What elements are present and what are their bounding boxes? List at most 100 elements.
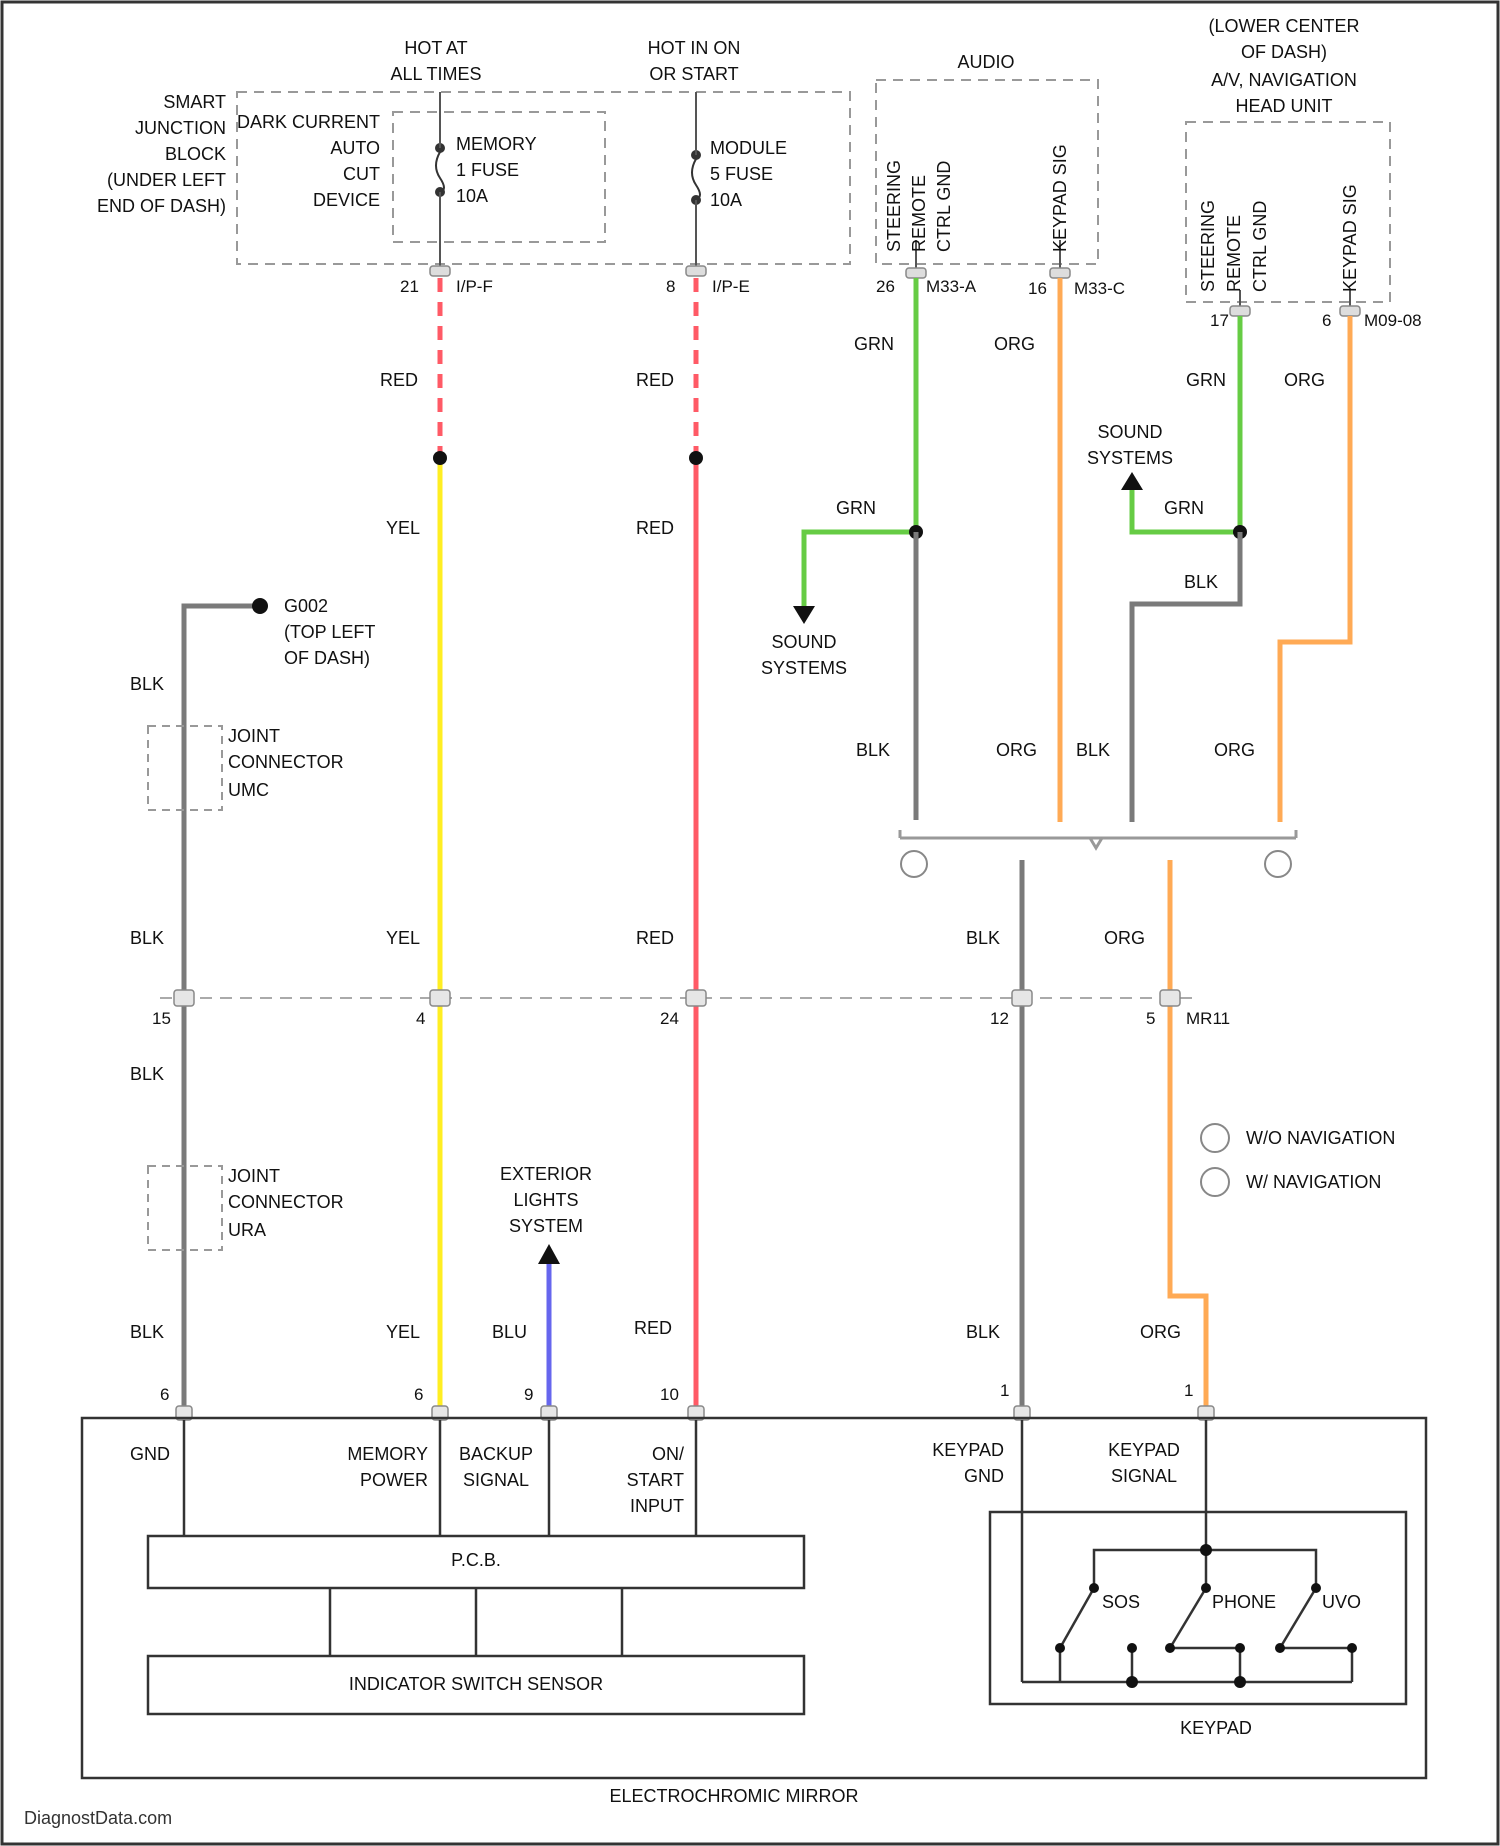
- svg-text:MEMORY: MEMORY: [456, 134, 537, 154]
- audio-label: AUDIO: [957, 52, 1014, 72]
- svg-text:SMART: SMART: [163, 92, 226, 112]
- svg-text:JOINT: JOINT: [228, 1166, 280, 1186]
- svg-text:BLK: BLK: [966, 1322, 1000, 1342]
- svg-text:21: 21: [400, 277, 419, 296]
- svg-text:6: 6: [1322, 311, 1331, 330]
- nav-pin-label: STEERING REMOTE CTRL GND KEYPAD SIG: [1198, 184, 1360, 292]
- svg-text:DEVICE: DEVICE: [313, 190, 380, 210]
- svg-text:CTRL GND: CTRL GND: [934, 161, 954, 252]
- svg-text:RED: RED: [380, 370, 418, 390]
- svg-text:ORG: ORG: [1284, 370, 1325, 390]
- svg-text:5: 5: [1146, 1009, 1155, 1028]
- sound-system-nav-label: SOUND SYSTEMS: [1087, 422, 1173, 468]
- svg-text:8: 8: [666, 277, 675, 296]
- svg-text:ON/: ON/: [652, 1444, 684, 1464]
- svg-text:UMC: UMC: [228, 780, 269, 800]
- svg-text:CONNECTOR: CONNECTOR: [228, 752, 344, 772]
- svg-text:YEL: YEL: [386, 928, 420, 948]
- svg-text:KEYPAD SIG: KEYPAD SIG: [1050, 144, 1070, 252]
- nav-header-label: (LOWER CENTER OF DASH) A/V, NAVIGATION H…: [1208, 16, 1359, 116]
- svg-text:KEYPAD: KEYPAD: [932, 1440, 1004, 1460]
- svg-text:I/P-E: I/P-E: [712, 277, 750, 296]
- svg-text:REMOTE: REMOTE: [909, 175, 929, 252]
- svg-text:BLK: BLK: [130, 1064, 164, 1084]
- svg-text:5 FUSE: 5 FUSE: [710, 164, 773, 184]
- svg-text:M09-08: M09-08: [1364, 311, 1422, 330]
- legend-label: W/O NAVIGATION W/ NAVIGATION: [1246, 1128, 1395, 1192]
- svg-text:I/P-F: I/P-F: [456, 277, 493, 296]
- top-connectors: [430, 266, 1360, 316]
- svg-text:(LOWER CENTER: (LOWER CENTER: [1208, 16, 1359, 36]
- svg-text:BLK: BLK: [856, 740, 890, 760]
- keypad-circuit: [1022, 1420, 1352, 1682]
- svg-text:REMOTE: REMOTE: [1224, 215, 1244, 292]
- svg-text:BLK: BLK: [1076, 740, 1110, 760]
- svg-text:W/ NAVIGATION: W/ NAVIGATION: [1246, 1172, 1381, 1192]
- svg-text:BLK: BLK: [130, 928, 164, 948]
- svg-text:POWER: POWER: [360, 1470, 428, 1490]
- svg-text:ORG: ORG: [1140, 1322, 1181, 1342]
- svg-text:GRN: GRN: [1186, 370, 1226, 390]
- switch-labels: SOS PHONE UVO: [1102, 1592, 1361, 1612]
- svg-text:SOS: SOS: [1102, 1592, 1140, 1612]
- legend-circle: [1201, 1124, 1229, 1152]
- svg-text:10A: 10A: [456, 186, 488, 206]
- svg-text:15: 15: [152, 1009, 171, 1028]
- exterior-lights-label: EXTERIOR LIGHTS SYSTEM: [500, 1164, 592, 1236]
- memory-fuse-symbol: [436, 144, 444, 196]
- wire-org-nav: [1280, 316, 1350, 822]
- svg-text:SOUND: SOUND: [771, 632, 836, 652]
- svg-text:GRN: GRN: [1164, 498, 1204, 518]
- svg-text:(UNDER LEFT: (UNDER LEFT: [107, 170, 226, 190]
- indicator-label: INDICATOR SWITCH SENSOR: [349, 1674, 603, 1694]
- svg-text:CONNECTOR: CONNECTOR: [228, 1192, 344, 1212]
- svg-text:BLK: BLK: [966, 928, 1000, 948]
- svg-text:SIGNAL: SIGNAL: [463, 1470, 529, 1490]
- svg-text:1: 1: [1184, 1381, 1193, 1400]
- svg-text:UVO: UVO: [1322, 1592, 1361, 1612]
- svg-text:SYSTEMS: SYSTEMS: [761, 658, 847, 678]
- svg-text:GND: GND: [130, 1444, 170, 1464]
- svg-text:24: 24: [660, 1009, 679, 1028]
- svg-text:OR START: OR START: [649, 64, 738, 84]
- svg-text:1: 1: [1000, 1381, 1009, 1400]
- svg-text:RED: RED: [636, 370, 674, 390]
- svg-text:26: 26: [876, 277, 895, 296]
- module-fuse-symbol: [692, 151, 700, 204]
- pcb-label: P.C.B.: [451, 1550, 501, 1570]
- svg-text:6: 6: [414, 1385, 423, 1404]
- sound-system-label: SOUND SYSTEMS: [761, 632, 847, 678]
- svg-text:G002: G002: [284, 596, 328, 616]
- svg-text:KEYPAD SIG: KEYPAD SIG: [1340, 184, 1360, 292]
- splice-dot: [433, 451, 447, 465]
- audio-pin-label: STEERING REMOTE CTRL GND KEYPAD SIG: [884, 144, 1070, 252]
- svg-text:JOINT: JOINT: [228, 726, 280, 746]
- svg-text:RED: RED: [634, 1318, 672, 1338]
- bottom-pin-numbers: 6 6 9 10 1 1: [160, 1381, 1193, 1404]
- arrow-down: [793, 606, 815, 624]
- keypad-label: KEYPAD: [1180, 1718, 1252, 1738]
- svg-text:YEL: YEL: [386, 1322, 420, 1342]
- svg-text:CTRL GND: CTRL GND: [1250, 201, 1270, 292]
- svg-text:EXTERIOR: EXTERIOR: [500, 1164, 592, 1184]
- svg-text:M33-A: M33-A: [926, 277, 977, 296]
- joint-connector-a-label: JOINT CONNECTOR UMC: [228, 726, 344, 800]
- svg-text:LIGHTS: LIGHTS: [513, 1190, 578, 1210]
- svg-text:10A: 10A: [710, 190, 742, 210]
- svg-text:URA: URA: [228, 1220, 266, 1240]
- svg-text:GRN: GRN: [836, 498, 876, 518]
- svg-text:CUT: CUT: [343, 164, 380, 184]
- svg-text:GRN: GRN: [854, 334, 894, 354]
- ground-point: [252, 598, 268, 614]
- svg-text:SIGNAL: SIGNAL: [1111, 1466, 1177, 1486]
- svg-text:RED: RED: [636, 518, 674, 538]
- module-fuse-label: MODULE 5 FUSE 10A: [710, 138, 787, 210]
- svg-text:GND: GND: [964, 1466, 1004, 1486]
- mirror-label: ELECTROCHROMIC MIRROR: [609, 1786, 858, 1806]
- svg-text:(TOP LEFT: (TOP LEFT: [284, 622, 375, 642]
- hot-in-on-label: HOT IN ON OR START: [648, 38, 741, 84]
- dark-current-label: DARK CURRENT AUTO CUT DEVICE: [237, 112, 380, 210]
- splice-dot: [689, 451, 703, 465]
- svg-text:STEERING: STEERING: [884, 160, 904, 252]
- svg-text:16: 16: [1028, 279, 1047, 298]
